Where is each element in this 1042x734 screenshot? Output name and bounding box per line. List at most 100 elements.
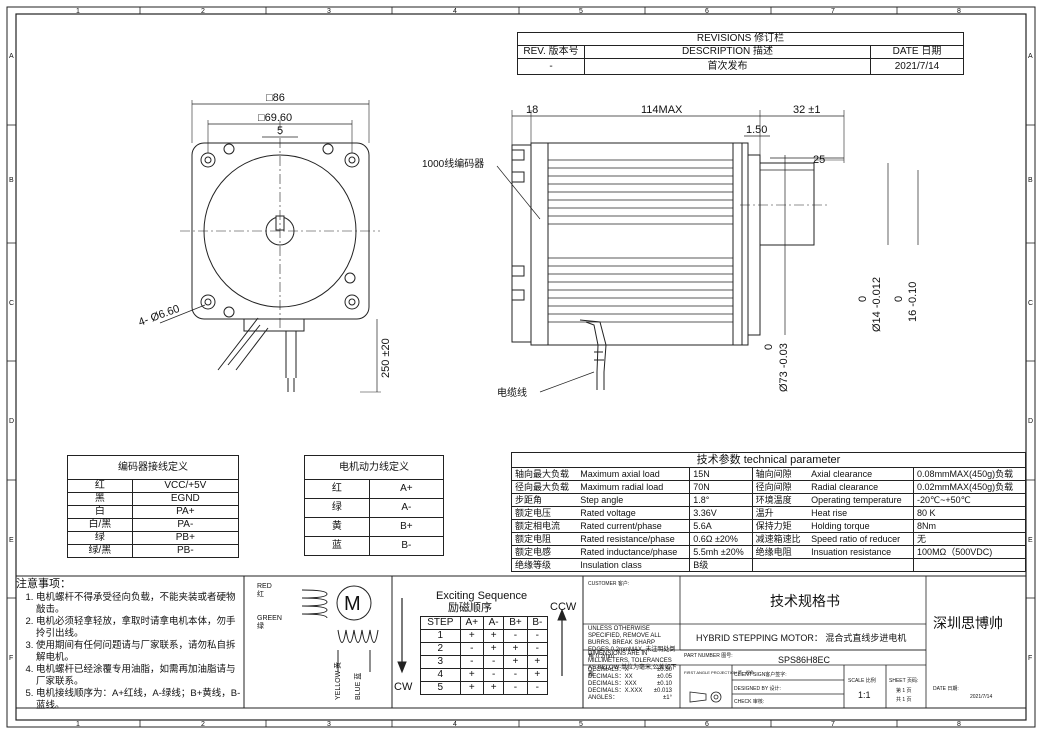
hole-tr <box>344 152 360 168</box>
tolerance-value: ±0.30 <box>657 667 672 673</box>
tolerance-value: ±0.05 <box>657 674 672 680</box>
scale-label: SCALE 比例 <box>848 677 876 684</box>
seq-cell: 2 <box>420 642 461 656</box>
seq-cell: 3 <box>420 655 461 669</box>
sequence-table: STEP A+ A- B+ B- 1++--2-++-3--++4+--+5++… <box>420 616 549 695</box>
seq-cell: + <box>459 681 484 695</box>
revisions-table: REVISIONS 修订栏 REV. 版本号 DESCRIPTION 描述 DA… <box>517 32 964 75</box>
svg-text:F: F <box>9 655 13 662</box>
note-item: 电机螺杆已经涂覆专用油脂，如需再加油脂请与厂家联系。 <box>36 664 242 688</box>
note-item: 使用期间有任何问题请与厂家联系，请勿私自拆解电机。 <box>36 640 242 664</box>
scale-value: 1:1 <box>858 690 871 700</box>
svg-text:E: E <box>1028 537 1033 544</box>
table-row: 红 <box>67 479 133 493</box>
part-number: SPS86H8EC <box>778 655 831 665</box>
svg-text:F: F <box>1028 655 1032 662</box>
svg-text:A: A <box>1028 53 1033 60</box>
tech-title: 技术参数 technical parameter <box>511 452 1026 468</box>
svg-text:1: 1 <box>76 721 80 728</box>
seq-header: A+ <box>459 616 484 630</box>
seq-cell: + <box>482 681 505 695</box>
motor-letter: M <box>344 593 361 615</box>
param-value: 15N <box>689 467 753 481</box>
table-cell: B- <box>368 536 445 556</box>
param-name: 环境温度 <box>751 493 809 507</box>
table-row: 5++-- <box>420 681 549 695</box>
tol-flat-upper: 0 <box>893 296 905 302</box>
param-name-en: Step angle <box>577 493 691 507</box>
sheet-label: SHEET 页码: <box>889 677 918 684</box>
param-name-en: Rated voltage <box>577 506 691 520</box>
table-row: 白 <box>67 505 133 519</box>
sheet-1: 第 1 页 <box>896 687 912 694</box>
svg-text:6: 6 <box>705 721 709 728</box>
table-cell: PA+ <box>131 505 240 519</box>
tolerance-note: UNLESS OTHERWISE SPECIFIED, REMOVE ALL B… <box>588 626 676 660</box>
param-value: 8Nm <box>913 519 1026 533</box>
seq-cell: + <box>526 655 549 669</box>
seq-cell: + <box>503 655 528 669</box>
param-name: 温升 <box>751 506 809 520</box>
param-name: 绝缘电阻 <box>751 545 809 559</box>
svg-text:1: 1 <box>76 8 80 15</box>
seq-cell: - <box>482 668 505 682</box>
table-row: 3--++ <box>420 655 549 669</box>
table-cell: EGND <box>131 492 240 506</box>
table-row: 绿 <box>67 531 133 545</box>
table-row: 黑 <box>67 492 133 506</box>
table-row: 1++-- <box>420 629 549 643</box>
param-name: 额定电阻 <box>511 532 578 546</box>
table-row: 白/黑 <box>67 518 133 532</box>
param-name: 绝缘等级 <box>511 558 578 572</box>
seq-header: A- <box>482 616 505 630</box>
tol-shaft: Ø14 -0.012 <box>871 277 883 332</box>
client-sign: CLIENT SIGN客户签字: <box>734 671 787 678</box>
table-cell: A- <box>368 498 445 518</box>
coil-schematic <box>301 585 567 676</box>
svg-text:B: B <box>1028 177 1033 184</box>
tol-boss-upper: 0 <box>763 344 775 350</box>
svg-text:7: 7 <box>831 721 835 728</box>
seq-cell: + <box>459 629 484 643</box>
param-name-en: Rated inductance/phase <box>577 545 691 559</box>
revisions-title: REVISIONS 修订栏 <box>517 32 964 46</box>
note-item: 电机接线顺序为：A+红线，A-绿线；B+黄线，B-蓝线。 <box>36 688 242 712</box>
param-name: 额定相电流 <box>511 519 578 533</box>
notes-title: 注意事项： <box>16 578 71 590</box>
motor-symbol <box>336 585 372 621</box>
seq-cell: + <box>459 668 484 682</box>
table-row: 绿/黑 <box>67 544 133 558</box>
svg-text:C: C <box>1028 300 1033 307</box>
red-cn-label: 红 <box>257 589 264 598</box>
date-label: DATE 日期: <box>933 686 959 692</box>
seq-header: B- <box>526 616 549 630</box>
tolerance-value: ±1° <box>662 695 672 701</box>
rev-value: - <box>517 58 585 75</box>
param-name: 保持力矩 <box>751 519 809 533</box>
param-value: 0.6Ω ±20% <box>689 532 753 546</box>
seq-cell: - <box>482 655 505 669</box>
customer-label: CUSTOMER 客户: <box>588 580 629 587</box>
seq-cell: - <box>503 629 528 643</box>
dim-flange: 1.50 <box>746 124 767 136</box>
param-name: 径向间隙 <box>751 480 809 494</box>
table-row: 黄 <box>304 517 370 537</box>
tol-shaft-upper: 0 <box>857 296 869 302</box>
blue-label: BLUE 蓝 <box>353 673 362 700</box>
seq-header: B+ <box>503 616 528 630</box>
svg-text:2: 2 <box>201 8 205 15</box>
param-value: 100MΩ（500VDC) <box>913 545 1026 559</box>
date-value-rev: 2021/7/14 <box>870 58 964 75</box>
table-row: 红 <box>304 479 370 499</box>
param-name <box>751 558 809 572</box>
param-name-en: Insuation resistance <box>808 545 915 559</box>
param-name-en <box>808 558 915 572</box>
svg-text:2: 2 <box>201 721 205 728</box>
